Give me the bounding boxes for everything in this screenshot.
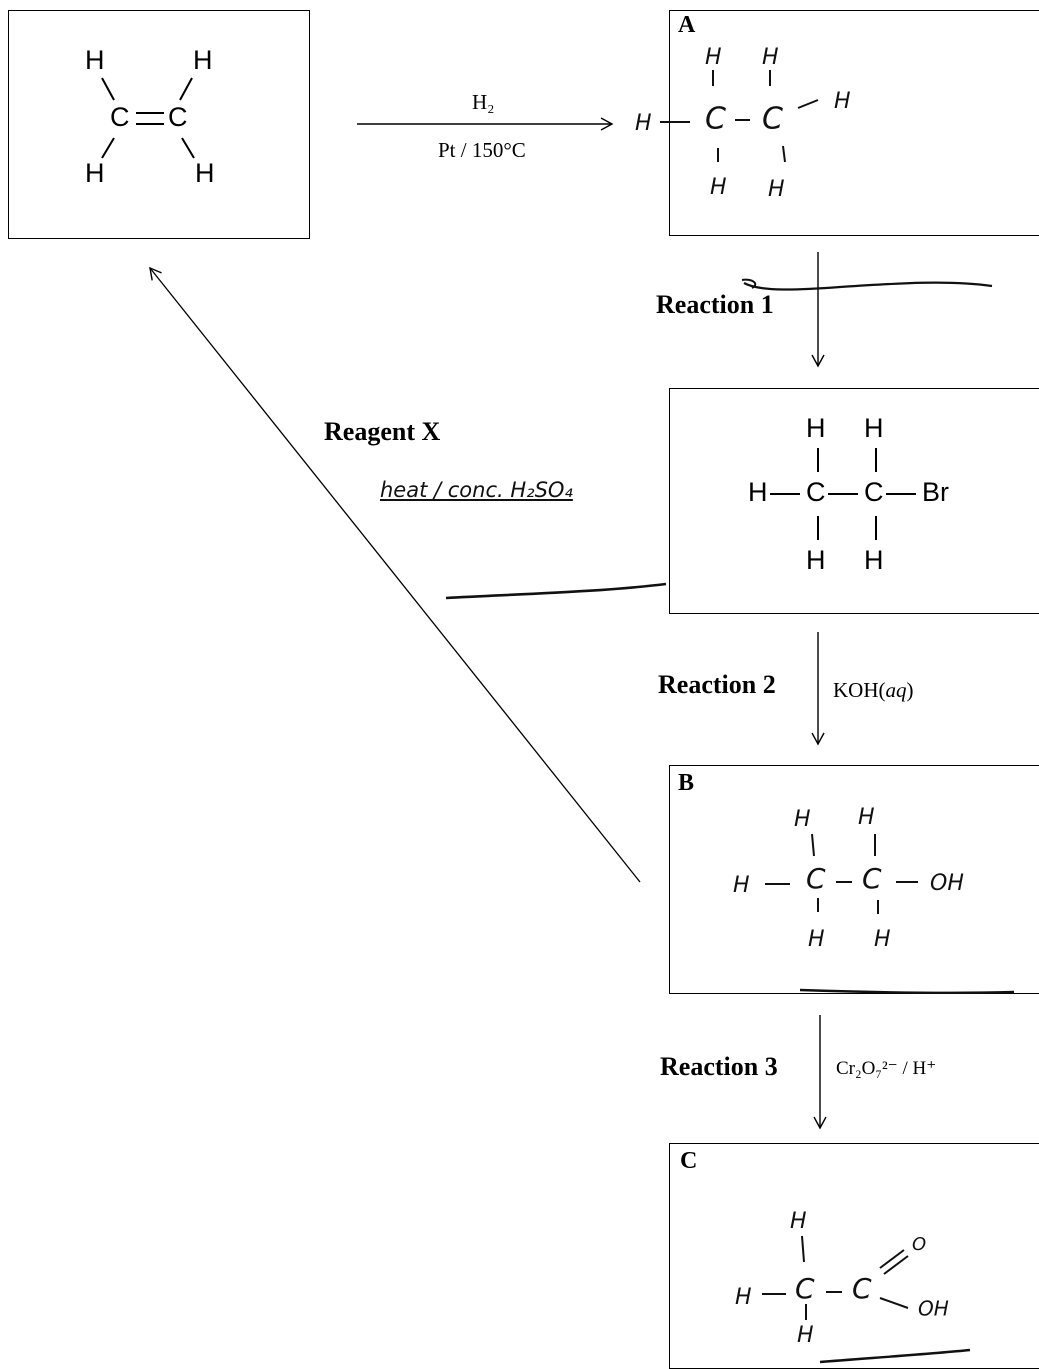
ethene-c-right: C [168, 102, 188, 132]
bromo-h-bottom-2: H [864, 545, 884, 575]
bromoethane-box [669, 388, 1039, 614]
a-h-bottom-2: H [768, 177, 785, 202]
koh-reagent: KOH(aq) [833, 678, 914, 703]
c-h-bottom: H [797, 1323, 814, 1348]
a-h-top-2: H [762, 45, 779, 70]
b-c-2: C [862, 862, 882, 895]
bromo-c-2: C [864, 477, 884, 507]
ethanol-structure-handwritten: H H H C C OH H H [733, 805, 964, 952]
box-a-tag: A [678, 12, 696, 38]
box-a [669, 10, 1039, 236]
bromo-h-top-2: H [864, 413, 884, 443]
aq-text: aq [885, 678, 907, 702]
ethene-c-left: C [110, 102, 130, 132]
a-c-2: C [762, 102, 783, 137]
reaction-1-label: Reaction 1 [656, 290, 774, 319]
box-c-tag: C [680, 1148, 698, 1174]
a-c-1: C [705, 102, 726, 137]
a-h-left: H [635, 111, 652, 136]
box-c [669, 1143, 1039, 1369]
koh-text: KOH( [833, 678, 886, 702]
b-h-top-2: H [858, 805, 875, 830]
b-h-bottom-2: H [874, 927, 891, 952]
box-b [669, 765, 1039, 994]
scribble-reaction-1 [743, 281, 993, 291]
dichromate-reagent: Cr₂O₇²⁻ / H⁺ [836, 1058, 937, 1079]
pt-conditions: Pt / 150°C [438, 138, 526, 162]
b-oh: OH [930, 871, 964, 896]
bromo-c-1: C [806, 477, 826, 507]
ethene-h-bottom-left: H [85, 158, 105, 188]
c-oh: OH [918, 1297, 949, 1321]
reagent-x-arrow [149, 266, 641, 883]
b-h-left: H [733, 873, 750, 898]
ethene-h-top-right: H [193, 45, 213, 75]
ethene-structure: H H C C H H [85, 45, 215, 188]
c-c-2: C [852, 1272, 872, 1305]
c-o: O [912, 1234, 926, 1255]
ethanoic-acid-structure-handwritten: H H C C O OH H [735, 1209, 949, 1348]
box-b-tag: B [678, 770, 695, 796]
c-h-top: H [790, 1209, 807, 1234]
a-h-top-1: H [705, 45, 722, 70]
b-h-bottom-1: H [808, 927, 825, 952]
bromoethane-structure: H H H C C Br H H [748, 413, 949, 575]
reagent-x-label: Reagent X [324, 417, 441, 446]
bromo-h-top-1: H [806, 413, 826, 443]
c-h-left: H [735, 1285, 752, 1310]
a-h-right: H [834, 89, 851, 114]
scribble-box-c [819, 1348, 971, 1364]
reaction-2-label: Reaction 2 [658, 670, 776, 699]
bromo-h-left: H [748, 477, 768, 507]
scribble-reaction-1-hook [741, 278, 757, 289]
h2-reagent: H₂ [472, 90, 495, 114]
b-h-top-1: H [794, 807, 811, 832]
koh-close: ) [906, 678, 914, 702]
b-c-1: C [806, 862, 826, 895]
c-c-1: C [795, 1272, 815, 1305]
scribble-box-b [799, 988, 1015, 995]
bromo-br: Br [922, 477, 949, 507]
reaction-3-label: Reaction 3 [660, 1052, 778, 1081]
scribble-bromoethane [445, 582, 667, 600]
reagent-x-answer: heat / conc. H₂SO₄ [380, 478, 573, 502]
ethane-structure-handwritten: H H H C C H H H [635, 45, 851, 202]
a-h-bottom-1: H [710, 175, 727, 200]
bromo-h-bottom-1: H [806, 545, 826, 575]
ethene-h-bottom-right: H [195, 158, 215, 188]
ethene-h-top-left: H [85, 45, 105, 75]
